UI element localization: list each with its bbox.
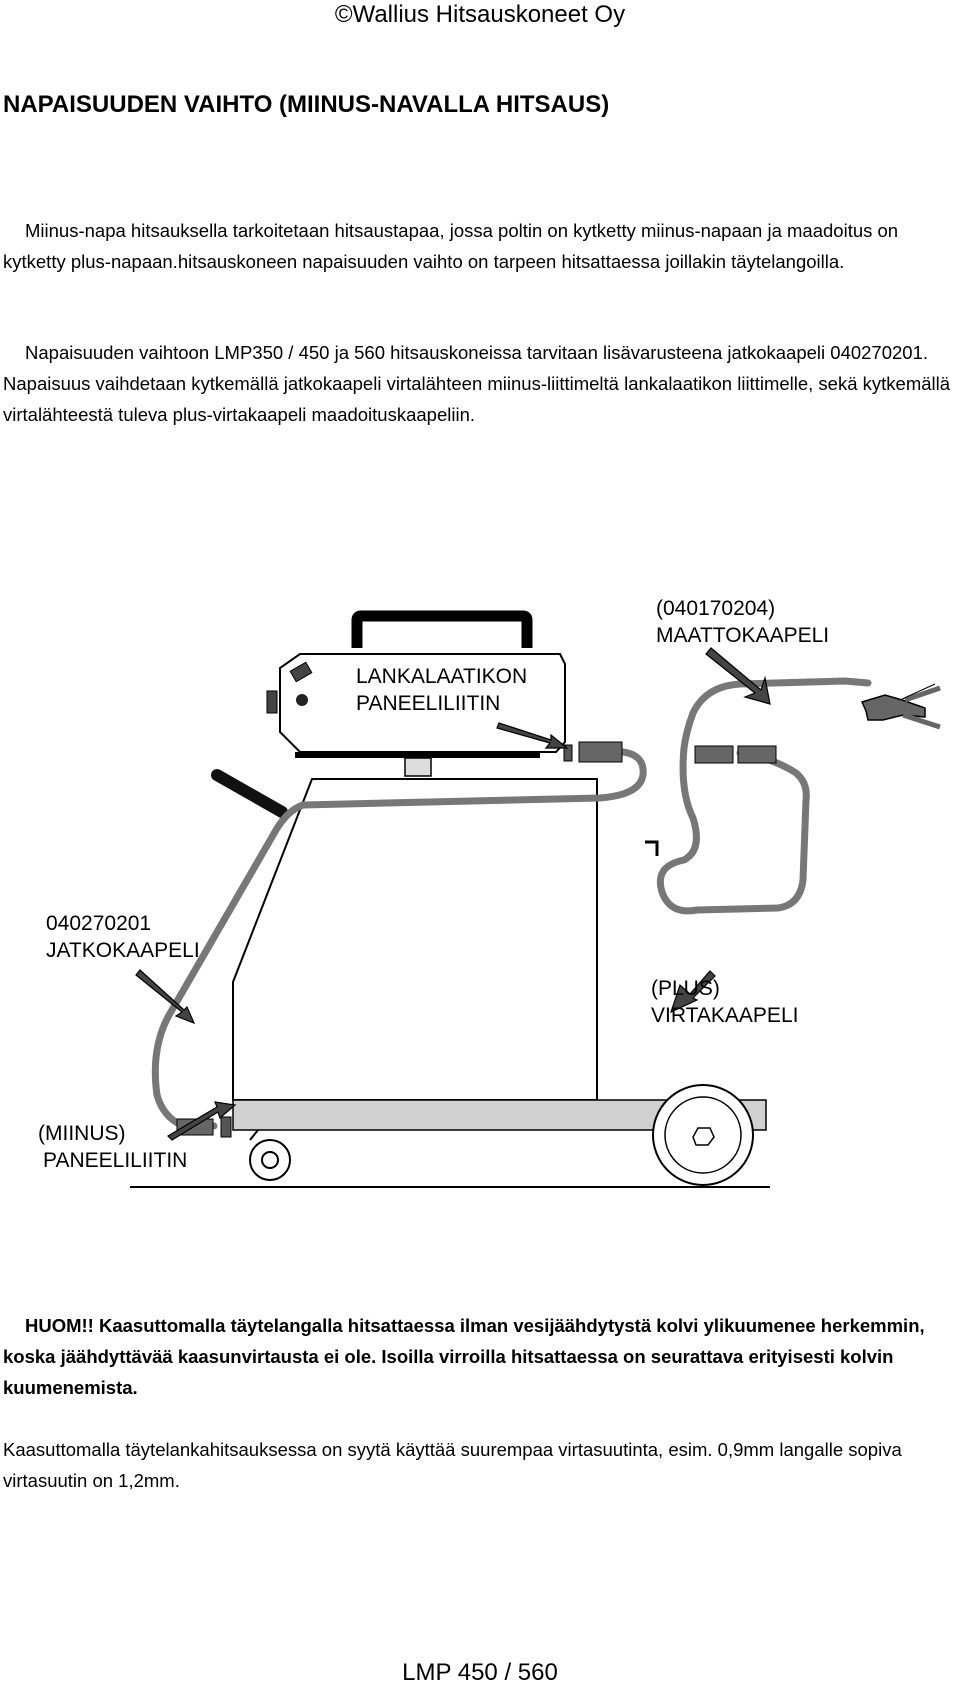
- note-paragraph: HUOM!! Kaasuttomalla täytelangalla hitsa…: [3, 1310, 957, 1403]
- extension-cable-name: JATKOKAAPELI: [46, 939, 200, 962]
- plus-cable-label-2: VIRTAKAAPELI: [651, 1004, 798, 1027]
- note-text: HUOM!! Kaasuttomalla täytelangalla hitsa…: [3, 1315, 925, 1398]
- cables: [151, 677, 872, 1130]
- connectors: [176, 683, 941, 1138]
- minus-connector-label-1: (MIINUS): [38, 1122, 126, 1145]
- tip-paragraph: Kaasuttomalla täytelankahitsauksessa on …: [3, 1434, 957, 1496]
- model-footer: LMP 450 / 560: [402, 1659, 558, 1686]
- polarity-diagram: (040170204) MAATTOKAAPELI LANKALAATIKON …: [38, 597, 941, 1188]
- plus-cable-label-1: (PLUS): [651, 977, 720, 1000]
- page-title: NAPAISUUDEN VAIHTO (MIINUS-NAVALLA HITSA…: [3, 91, 610, 118]
- wire-feeder: [266, 610, 566, 777]
- wire-feeder-connector-label-1: LANKALAATIKON: [356, 665, 527, 688]
- company-header: ©Wallius Hitsauskoneet Oy: [334, 1, 626, 28]
- minus-connector-label-2: PANEELILIITIN: [43, 1149, 187, 1172]
- extension-cable-code: 040270201: [46, 912, 151, 935]
- instructions-paragraph: Napaisuuden vaihtoon LMP350 / 450 ja 560…: [3, 337, 957, 430]
- wire-feeder-connector-label-2: PANEELILIITIN: [356, 692, 500, 715]
- intro-text: Miinus-napa hitsauksella tarkoitetaan hi…: [3, 220, 899, 272]
- intro-paragraph: Miinus-napa hitsauksella tarkoitetaan hi…: [3, 215, 957, 277]
- ground-cable-code: (040170204): [656, 597, 775, 620]
- power-source: [130, 769, 770, 1188]
- ground-cable-name: MAATTOKAAPELI: [656, 624, 829, 647]
- tip-text: Kaasuttomalla täytelankahitsauksessa on …: [3, 1439, 902, 1491]
- pointer-arrows: [135, 647, 771, 1141]
- instructions-text: Napaisuuden vaihtoon LMP350 / 450 ja 560…: [3, 342, 951, 425]
